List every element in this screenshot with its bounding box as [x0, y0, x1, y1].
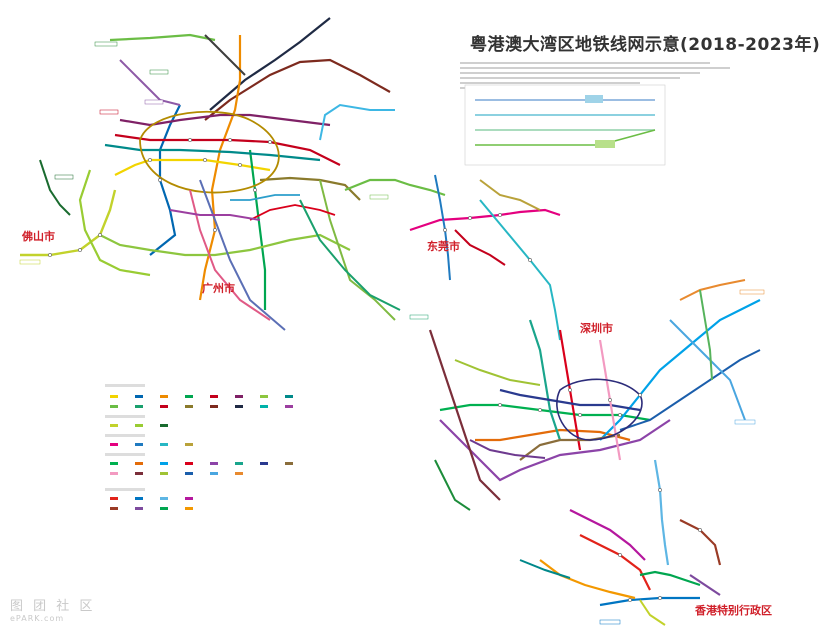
line-sz6 [528, 319, 562, 441]
line-gz7 [99, 233, 351, 257]
line-dg-blue [434, 174, 451, 281]
line-dg-red [454, 229, 506, 266]
line-gz18 [199, 179, 286, 331]
city-label-shenzhen: 深圳市 [580, 322, 613, 335]
city-label-hongkong: 香港特别行政区 [695, 604, 772, 617]
line-hk-kwun-tong [639, 570, 701, 587]
line-gz9 [109, 33, 216, 42]
watermark-url: ePARK.com [10, 614, 65, 623]
line-hk-west-rail [569, 509, 646, 561]
line-guangfo [20, 189, 117, 257]
line-dg-olive [479, 179, 541, 211]
city-label-dongguan: 东莞市 [427, 240, 460, 253]
line-hk-tung-chung [539, 559, 636, 600]
line-sz3 [599, 299, 761, 441]
city-label-guangzhou: 广州市 [202, 282, 235, 295]
line-gz-loop [139, 110, 280, 194]
line-sz2 [475, 428, 631, 442]
line-gz21 [209, 17, 331, 111]
line-gz22 [189, 189, 271, 321]
line-gz6 [119, 113, 331, 127]
rail-network [19, 17, 765, 626]
line-hk-tsuen-wan [579, 534, 651, 591]
line-sz-north [699, 289, 713, 381]
line-hk-tko [689, 574, 721, 596]
line-hk-ma-on-shan [679, 519, 722, 566]
line-hk-south [639, 599, 666, 626]
station-markers [48, 138, 702, 602]
line-sz14 [619, 349, 761, 431]
watermark-logo: 图 团 社 区 [10, 599, 96, 614]
line-gz-x [249, 204, 336, 221]
map-title: 粤港澳大湾区地铁线网示意(2018-2023年) [470, 35, 820, 55]
line-gz4 [248, 149, 267, 310]
line-sz12 [454, 359, 541, 386]
line-gz8 [104, 143, 321, 162]
line-gz3 [198, 35, 242, 301]
line-sz-loop [556, 378, 643, 441]
line-hk-island [599, 596, 700, 607]
line-gz-purple2 [169, 209, 261, 221]
line-foshan2 [78, 169, 151, 277]
line-sz-west [434, 459, 471, 511]
line-gz-north [119, 59, 181, 106]
line-dg-green [344, 178, 446, 197]
line-dg2 [409, 208, 561, 232]
line-gz-east [319, 103, 395, 141]
line-gz1 [114, 158, 271, 176]
line-dg-cyan [479, 199, 561, 341]
line-hk-airport [519, 559, 571, 579]
city-label-foshan: 佛山市 [22, 230, 55, 243]
line-sz-east [679, 279, 746, 301]
line-fs-west [39, 159, 71, 216]
line-gz-top-dark [204, 34, 246, 76]
metro-map: { "title": "粤港澳大湾区地铁线网示意(2018-2023年)", "… [10, 17, 820, 626]
line-sz5 [439, 419, 671, 482]
station-label-boxes [19, 41, 765, 625]
line-gz-y [230, 194, 300, 201]
line-sz7 [499, 388, 641, 412]
line-hk-east-rail [653, 459, 670, 566]
line-sz11 [428, 329, 501, 501]
line-gz-nansha [299, 199, 401, 311]
line-sz-purple [469, 439, 546, 459]
line-gz14 [204, 58, 391, 121]
line-gz-south [319, 179, 396, 321]
